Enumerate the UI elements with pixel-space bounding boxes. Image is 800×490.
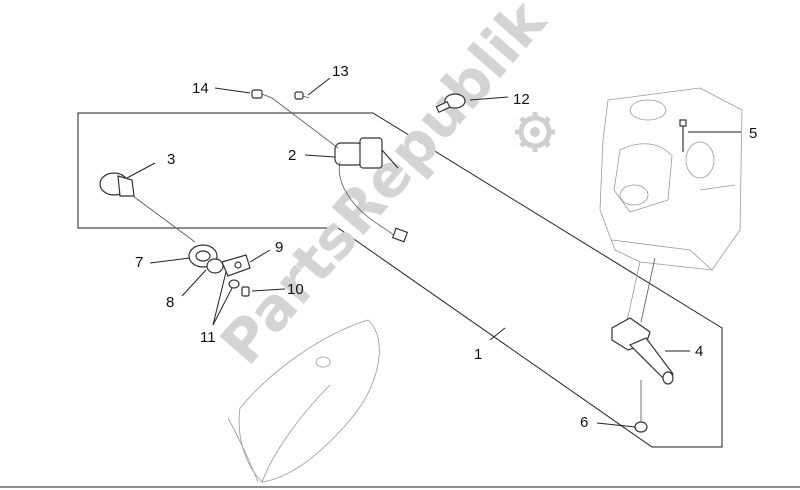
label-7: 7 xyxy=(135,254,143,271)
label-5: 5 xyxy=(749,125,757,142)
frame-outline xyxy=(599,87,743,331)
label-14: 14 xyxy=(192,80,209,97)
watermark: PartsRepublik xyxy=(207,0,559,377)
label-2: 2 xyxy=(288,147,296,164)
seat-outline xyxy=(227,319,380,483)
label-8: 8 xyxy=(166,294,174,311)
watermark-text: PartsRepublik xyxy=(207,0,559,377)
part-2-ignition-switch xyxy=(271,97,409,243)
leader-1 xyxy=(489,327,506,341)
label-12: 12 xyxy=(513,91,530,108)
label-6: 6 xyxy=(580,414,588,431)
leader-12 xyxy=(469,96,509,101)
part-3-lock-cylinder xyxy=(99,172,196,243)
part-4-bracket xyxy=(611,257,674,385)
label-10: 10 xyxy=(287,281,304,298)
kit-outline xyxy=(77,112,723,448)
part-13-screw xyxy=(294,91,310,100)
leader-8 xyxy=(181,269,207,297)
label-3: 3 xyxy=(167,151,175,168)
leader-9 xyxy=(249,249,271,263)
part-5-bolt xyxy=(679,119,687,152)
label-1: 1 xyxy=(474,346,482,363)
part-8-nut xyxy=(206,258,224,274)
part-10-screw xyxy=(241,286,250,297)
label-4: 4 xyxy=(695,343,703,360)
gear-icon xyxy=(515,112,555,152)
label-13: 13 xyxy=(332,63,349,80)
part-14-screw xyxy=(251,89,273,99)
label-11: 11 xyxy=(200,329,216,346)
leader-2 xyxy=(304,154,336,158)
leader-13 xyxy=(307,77,331,96)
part-12-key xyxy=(435,93,466,114)
leader-lines xyxy=(126,77,741,428)
leader-6 xyxy=(596,422,636,428)
part-9-latch xyxy=(221,254,251,277)
leader-14 xyxy=(214,87,251,94)
callout-labels: 1 2 3 4 5 6 7 8 9 10 11 12 13 14 xyxy=(135,63,757,431)
leader-7 xyxy=(149,257,191,264)
leader-3 xyxy=(126,162,156,179)
leader-10 xyxy=(251,288,286,292)
leader-11b xyxy=(212,271,227,326)
leader-11a xyxy=(212,287,233,326)
part-6-nut xyxy=(634,380,648,433)
part-11-washer xyxy=(228,279,240,289)
label-9: 9 xyxy=(275,239,283,256)
